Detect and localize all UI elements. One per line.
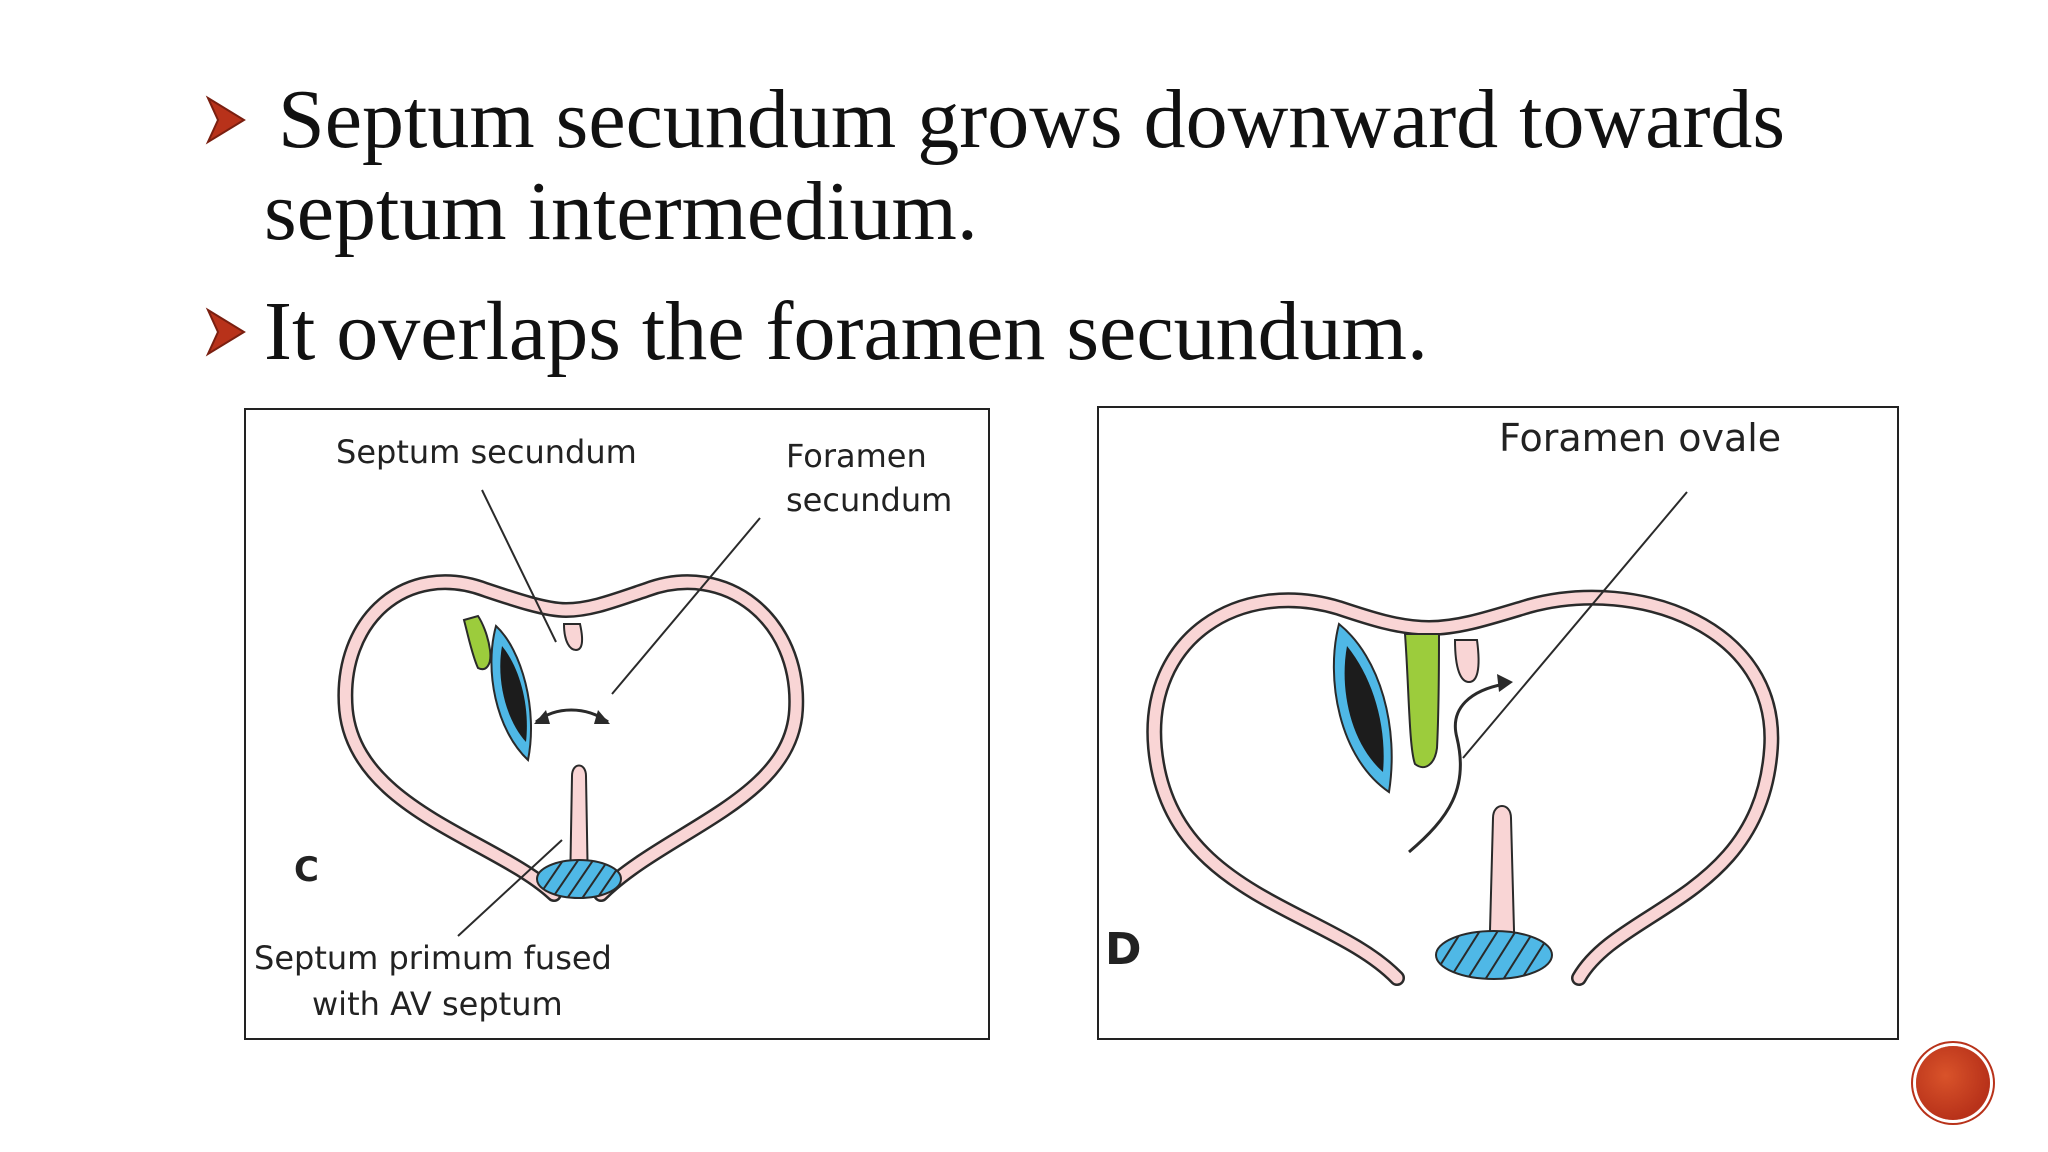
label-septum-primum-1: Septum primum fused (254, 936, 612, 980)
bullet-item-2: It overlaps the foramen secundum. (200, 286, 1928, 378)
bullet-text-1: Septum secundum grows downward towards s… (200, 74, 1928, 258)
panel-label-c: C (294, 850, 319, 890)
diagram-c: Septum secundum Foramen secundum Septum … (244, 408, 990, 1040)
label-septum-primum-2: with AV septum (312, 982, 563, 1026)
diagram-d: Foramen ovale D (1097, 406, 1899, 1040)
septum-secundum-shape-d (1405, 634, 1439, 767)
septum-secundum-shape (464, 616, 490, 669)
circle-nav-icon[interactable] (1916, 1046, 1990, 1120)
label-foramen-secundum-2: secundum (786, 478, 952, 522)
heart-diagram-d (1099, 408, 1901, 1042)
label-septum-secundum: Septum secundum (336, 430, 637, 474)
label-foramen-secundum-1: Foramen (786, 434, 927, 478)
panel-label-d: D (1105, 924, 1142, 975)
av-septum-shape-d (1429, 926, 1555, 983)
bullet-item-1: Septum secundum grows downward towards s… (200, 74, 1928, 258)
label-foramen-ovale: Foramen ovale (1499, 416, 1781, 460)
bullet-text-2: It overlaps the foramen secundum. (264, 286, 1428, 378)
arrowhead-bullet-icon (200, 306, 252, 358)
